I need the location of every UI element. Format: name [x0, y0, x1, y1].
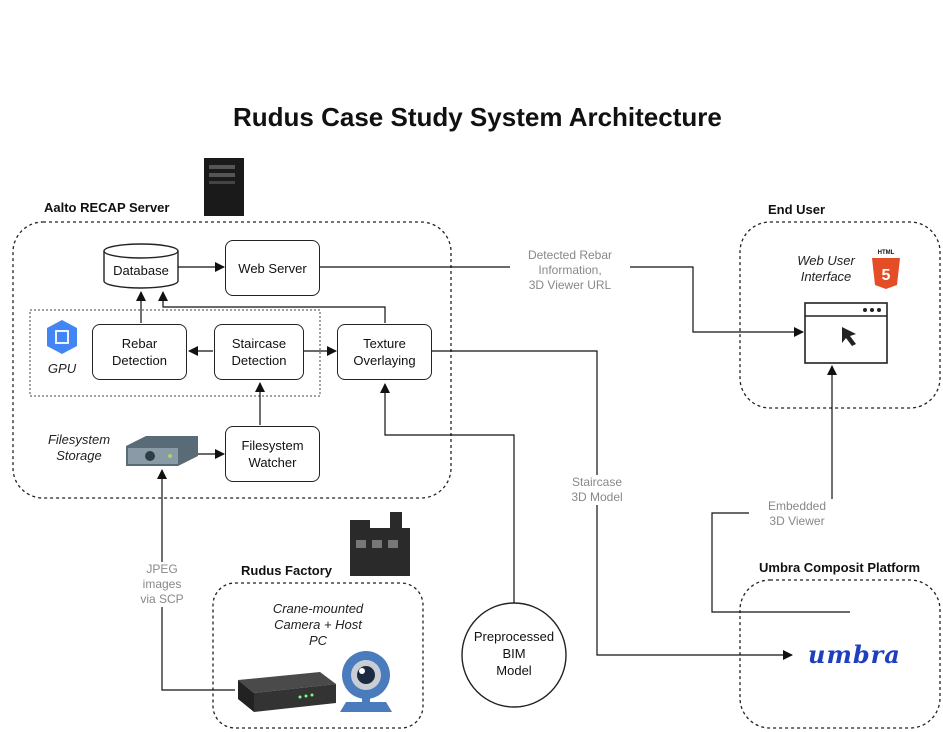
texture-overlaying-node: Texture Overlaying: [337, 324, 432, 380]
bim-model-label: Preprocessed BIM Model: [473, 629, 555, 678]
filesystem-watcher-node: Filesystem Watcher: [225, 426, 320, 482]
webcam-icon: [340, 651, 392, 712]
host-pc-icon: [238, 672, 336, 712]
staircase-detection-node: Staircase Detection: [214, 324, 304, 380]
diagram-title: Rudus Case Study System Architecture: [233, 102, 722, 132]
filesystem-storage-label: Filesystem Storage: [47, 432, 111, 463]
umbra-group-label: Umbra Composit Platform: [759, 560, 921, 575]
rebar-info-edge-label: Detected Rebar Information, 3D Viewer UR…: [510, 248, 630, 293]
arrow-factory-to-storage: [157, 469, 235, 691]
camera-pc-label: Crane-mounted Camera + Host PC: [272, 601, 364, 648]
factory-group-label: Rudus Factory: [241, 563, 333, 578]
umbra-logo: umbra: [808, 640, 901, 669]
gpu-label: GPU: [47, 361, 77, 376]
server-group: [12, 221, 452, 499]
cursor-icon: [842, 327, 856, 346]
html5-icon: HTML 5: [872, 250, 900, 289]
html5-icon-text: HTML: [878, 250, 895, 256]
staircase-model-edge-label: Staircase 3D Model: [555, 475, 639, 505]
jpeg-scp-edge-label: JPEG images via SCP: [126, 562, 198, 607]
rebar-detection-node: Rebar Detection: [92, 324, 187, 380]
end-user-group-label: End User: [768, 202, 826, 217]
embedded-viewer-edge-label: Embedded 3D Viewer: [749, 499, 845, 529]
database-label: Database: [113, 263, 169, 278]
umbra-group: [739, 579, 941, 729]
arrow-bim-to-texture: [380, 383, 515, 603]
arrow-umbra-to-ui: [711, 365, 850, 613]
web-ui-label: Web User Interface: [797, 253, 855, 284]
arrow-texture-to-database: [158, 291, 386, 323]
server-tower-icon: [204, 158, 244, 216]
browser-window-icon: [804, 302, 888, 364]
server-group-label: Aalto RECAP Server: [44, 200, 170, 215]
gpu-group: [29, 309, 321, 397]
factory-icon: [350, 512, 410, 576]
arrow-webserver-to-ui: [320, 266, 804, 337]
html5-icon-glyph: 5: [882, 267, 891, 284]
storage-drive-icon: [126, 436, 198, 466]
web-server-node: Web Server: [225, 240, 320, 296]
database-node: [103, 243, 179, 289]
gpu-icon: [47, 320, 77, 354]
